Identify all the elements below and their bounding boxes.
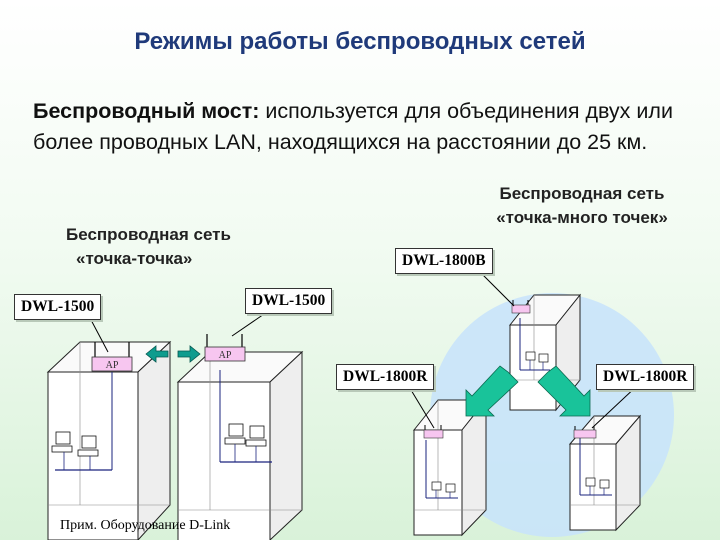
computer-icon: [51, 431, 73, 470]
svg-text:AP: AP: [219, 350, 232, 361]
caption-line: «точка-точка»: [76, 249, 193, 268]
computer-icon: [77, 435, 99, 470]
caption-line: «точка-много точек»: [496, 208, 668, 227]
callout-dwl1500-middle: DWL-1500: [245, 288, 333, 314]
svg-text:AP: AP: [106, 360, 119, 371]
callout-dwl1800r-left: DWL-1800R: [336, 364, 435, 390]
computer-icon: [224, 423, 246, 462]
computer-icon: [245, 425, 267, 462]
building-left: [46, 340, 172, 540]
caption-line: Беспроводная сеть: [66, 225, 231, 244]
building-middle: [176, 350, 304, 540]
description-paragraph: Беспроводный мост: используется для объе…: [33, 96, 693, 158]
access-point-middle: AP: [204, 334, 246, 362]
computer-icon: [525, 351, 549, 370]
callout-dwl1800r-right: DWL-1800R: [596, 364, 695, 390]
footnote: Прим. Оборудование D-Link: [60, 518, 231, 533]
building-bottom-left: [412, 398, 488, 537]
computer-icon: [431, 481, 456, 498]
building-bottom-right: [568, 414, 642, 532]
bridge-term: Беспроводный мост:: [33, 99, 260, 123]
multipoint-caption: Беспроводная сеть «точка-много точек»: [462, 182, 702, 230]
slide-title: Режимы работы беспроводных сетей: [134, 28, 586, 55]
callout-dwl1500-left: DWL-1500: [14, 294, 102, 320]
point-to-point-caption: Беспроводная сеть «точка-точка»: [66, 223, 231, 271]
callout-pointers: [89, 271, 639, 429]
wireless-link-arrows: [145, 345, 201, 363]
callout-dwl1800b: DWL-1800B: [395, 248, 493, 274]
access-point-left: AP: [91, 342, 133, 372]
caption-line: Беспроводная сеть: [499, 184, 665, 203]
multipoint-arrows: [465, 365, 591, 417]
computer-icon: [585, 477, 610, 495]
bridge-definition: используется для объединения двух или бо…: [33, 99, 673, 154]
